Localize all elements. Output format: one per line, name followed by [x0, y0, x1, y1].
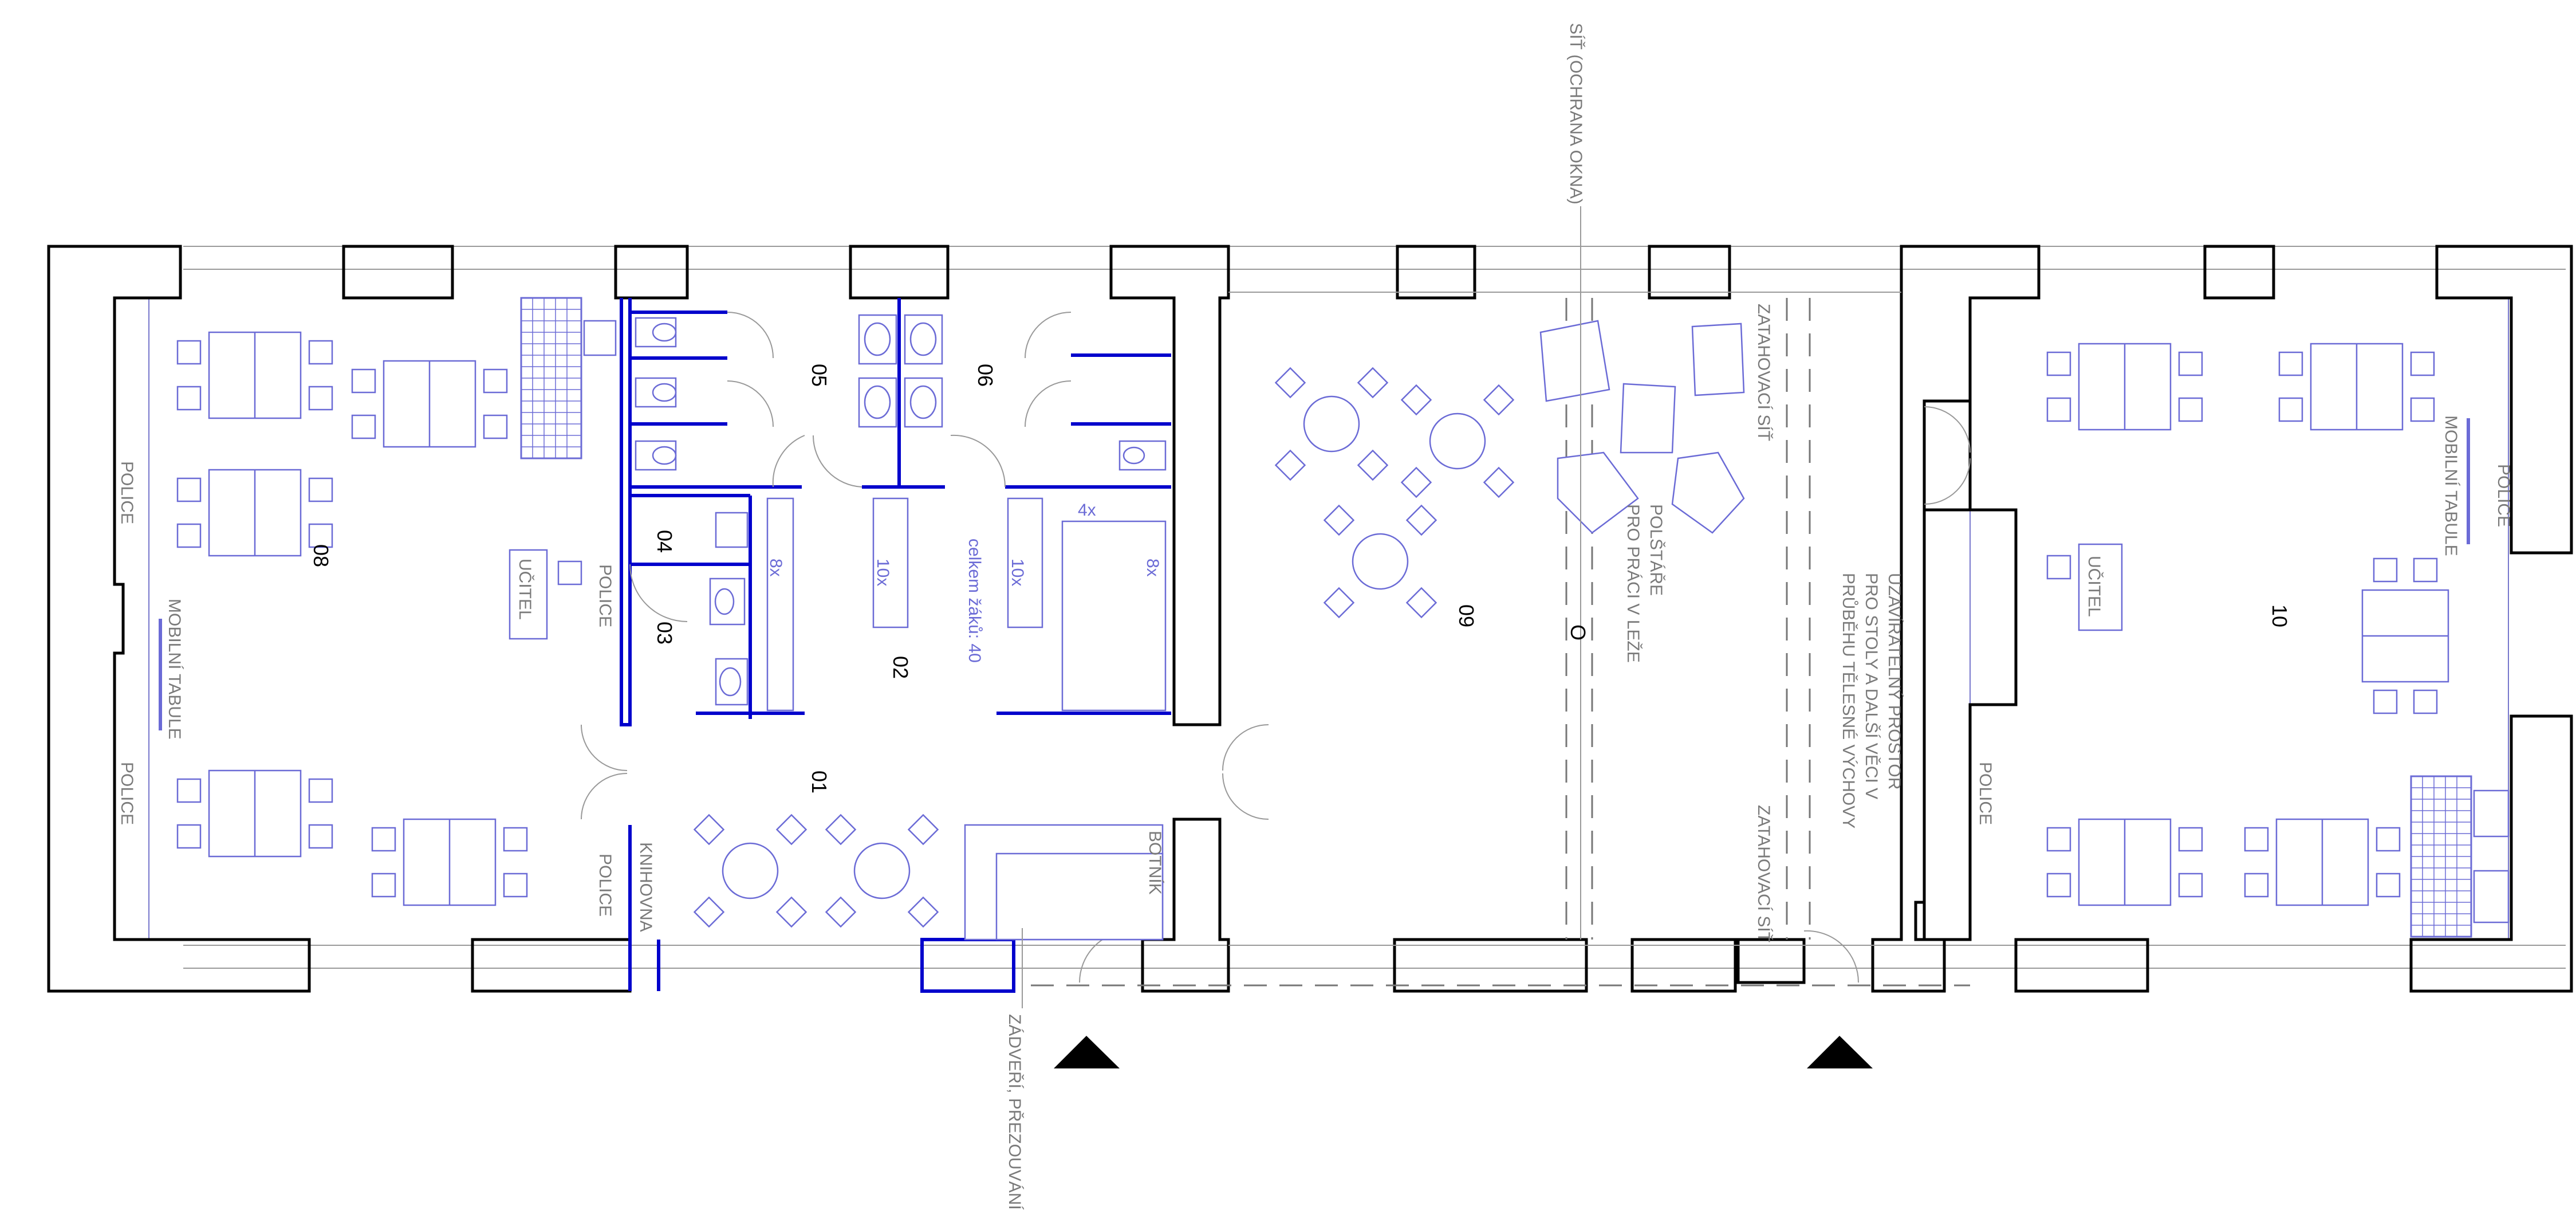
label-police-3: POLICE — [596, 564, 615, 627]
room-01-number: 01 — [808, 771, 831, 793]
label-zatahovaci-sit-1: ZATAHOVACÍ SÍŤ — [1754, 304, 1773, 441]
sanitary-fixtures — [583, 314, 1167, 941]
label-celkem-zaku: celkem žáků: 40 — [965, 539, 984, 663]
label-police-2: POLICE — [117, 762, 136, 825]
label-mobilni-tabule-2: MOBILNÍ TABULE — [2441, 415, 2460, 556]
room-06-number: 06 — [974, 364, 997, 387]
label-police-1: POLICE — [117, 461, 136, 524]
label-sit-okna: SÍŤ (OCHRANA OKNA) — [1566, 23, 1585, 205]
label-8x-1: 8x — [766, 559, 785, 577]
label-zadveri: ZÁDVEŘÍ, PŘEZOUVÁNÍ — [1005, 1014, 1024, 1210]
room-10-number: 10 — [2268, 604, 2291, 627]
leader-lines — [1022, 206, 1581, 1008]
label-police-5: POLICE — [2494, 464, 2513, 527]
label-zatahovaci-sit-2: ZATAHOVACÍ SÍŤ — [1754, 805, 1773, 942]
label-police-6: POLICE — [1976, 762, 1995, 825]
label-ucitel-1: UČITEL — [515, 559, 535, 620]
pillows — [1539, 320, 1745, 534]
room-08-number: 08 — [309, 544, 333, 567]
room-03-number: 03 — [653, 622, 676, 645]
label-police-4: POLICE — [596, 854, 615, 917]
label-uzaviratelny-1: UZAVÍRATELNÝ PROSTOR — [1885, 573, 1904, 789]
sanitary-walls — [620, 298, 1171, 993]
label-uzaviratelny-3: PRŮBĚHU TĚLESNÉ VÝCHOVY — [1839, 573, 1858, 828]
label-polstare-1: POLŠTÁŘE — [1647, 504, 1666, 596]
label-circle-mark: O — [1566, 624, 1590, 640]
room-05-number: 05 — [808, 364, 831, 387]
room-09-number: 09 — [1455, 604, 1478, 627]
label-polstare-2: PRO PRÁCI V LEŽE — [1624, 504, 1643, 663]
label-4x: 4x — [1078, 501, 1096, 520]
label-10x-1: 10x — [873, 559, 892, 586]
label-8x-2: 8x — [1143, 559, 1162, 577]
label-uzaviratelny-2: PRO STOLY A DALŠÍ VĚCI V — [1862, 573, 1881, 799]
annotations: POLICE POLICE MOBILNÍ TABULE UČITEL POLI… — [117, 23, 2513, 1210]
classroom-08-furniture — [159, 297, 582, 906]
room-04-number: 04 — [653, 530, 676, 553]
label-knihovna: KNIHOVNA — [636, 842, 655, 932]
classroom-10-furniture — [2046, 343, 2510, 938]
dashed-lines — [1031, 292, 1970, 987]
room-numbers: 01 02 03 04 05 06 08 09 10 — [309, 364, 2291, 793]
label-ucitel-2: UČITEL — [2085, 556, 2104, 617]
label-10x-2: 10x — [1008, 559, 1027, 586]
doors — [581, 312, 1971, 983]
room-02-number: 02 — [889, 656, 912, 679]
label-botnik: BOTNÍK — [1145, 831, 1164, 895]
entrance-markers — [1054, 1036, 1873, 1068]
label-mobilni-tabule-1: MOBILNÍ TABULE — [165, 599, 184, 740]
round-tables — [693, 367, 1515, 928]
